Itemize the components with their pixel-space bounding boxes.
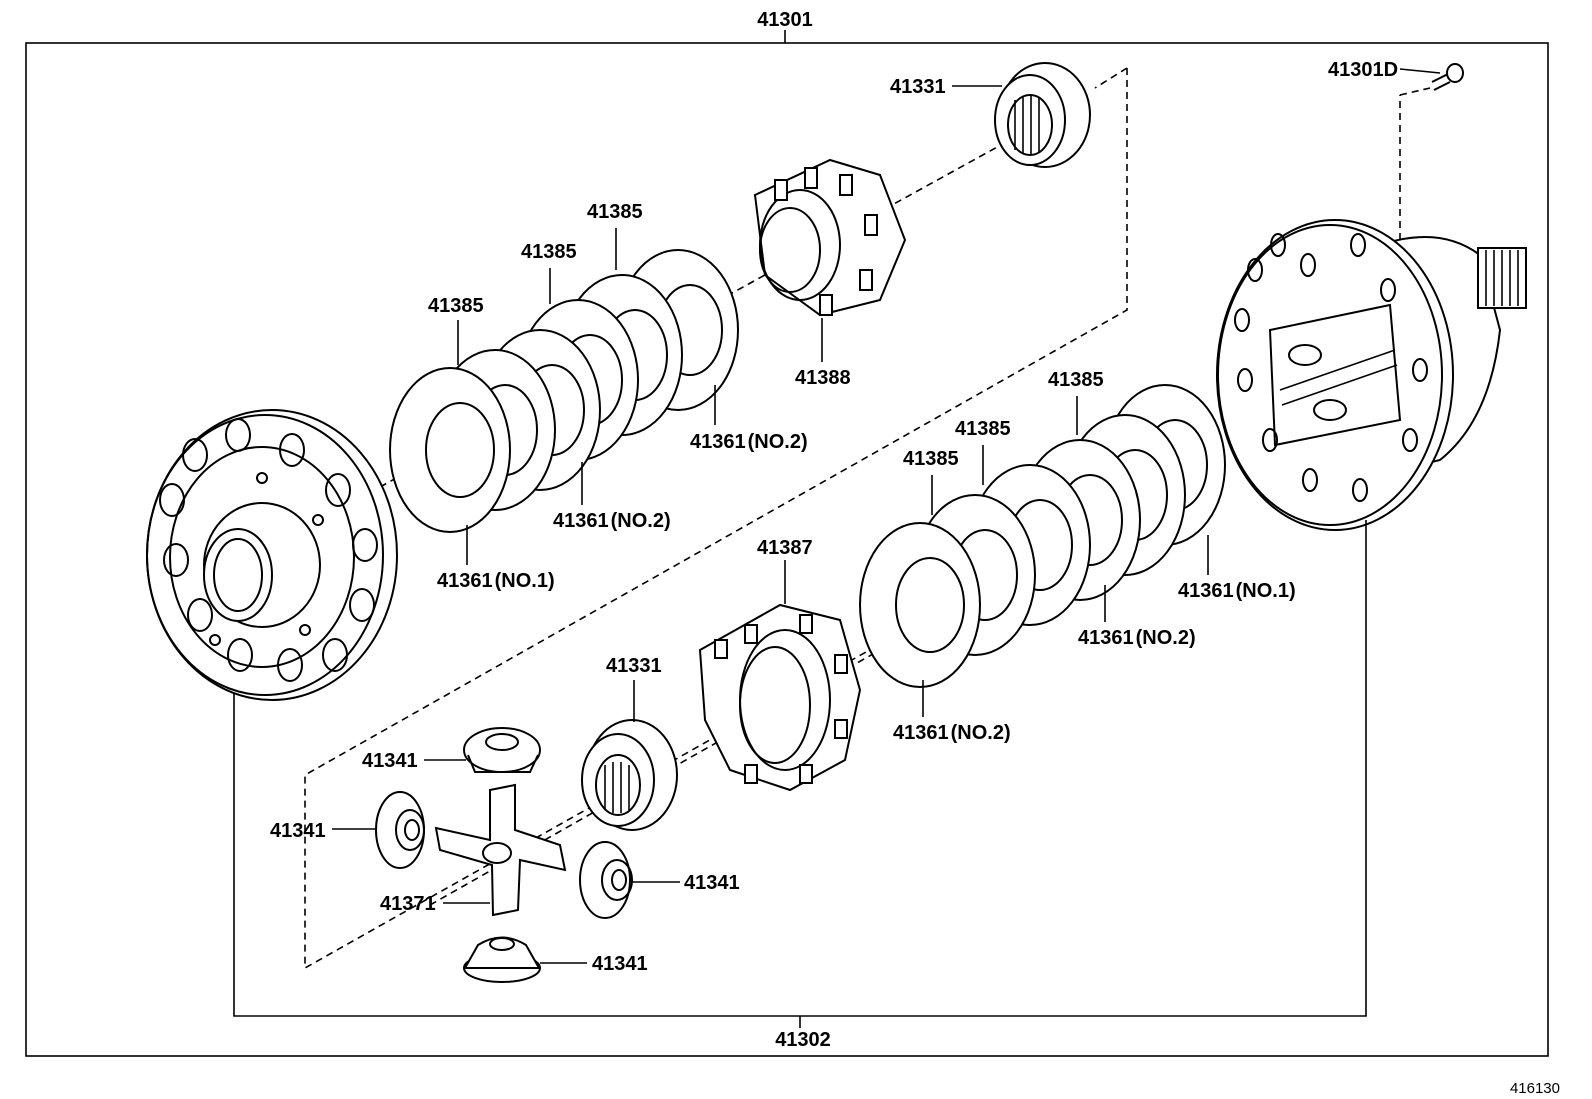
disc-right-front[interactable] [859,522,981,688]
label-41361-right-a[interactable]: 41361(NO.1) [1178,580,1296,602]
side-gear-lower[interactable] [581,719,678,831]
label-41331-lower[interactable]: 41331 [606,655,662,677]
label-41385-right-1[interactable]: 41385 [1048,369,1104,391]
label-41361-right-c[interactable]: 41361(NO.2) [893,722,1011,744]
label-41341-left[interactable]: 41341 [270,820,326,842]
side-gear-upper[interactable] [994,62,1091,168]
pinion-left[interactable] [375,791,425,869]
label-41387[interactable]: 41387 [757,537,813,559]
label-41341-bottom[interactable]: 41341 [592,953,648,975]
label-41361-left-a[interactable]: 41361(NO.2) [690,431,808,453]
label-41301D[interactable]: 41301D [1328,59,1398,81]
label-41385-left-1[interactable]: 41385 [587,201,643,223]
label-41388[interactable]: 41388 [795,367,851,389]
spider-41371[interactable] [434,783,567,917]
label-41385-left-2[interactable]: 41385 [521,241,577,263]
label-41361-left-b[interactable]: 41361(NO.2) [553,510,671,532]
label-41302[interactable]: 41302 [775,1029,831,1051]
label-41385-left-3[interactable]: 41385 [428,295,484,317]
label-41385-right-3[interactable]: 41385 [903,448,959,470]
label-41361-left-c[interactable]: 41361(NO.1) [437,570,555,592]
label-41361-right-b[interactable]: 41361(NO.2) [1078,627,1196,649]
assembly-frame [25,42,1549,1057]
disc-left-front[interactable] [389,367,511,533]
label-41301[interactable]: 41301 [757,9,813,31]
label-41331-upper[interactable]: 41331 [890,76,946,98]
spring-retainer-upper[interactable] [753,158,907,317]
label-41385-right-2[interactable]: 41385 [955,418,1011,440]
case-left-flange[interactable] [146,409,398,701]
pinion-bottom[interactable] [463,936,541,983]
bolt-41301D[interactable] [1431,63,1464,91]
label-41371[interactable]: 41371 [380,893,436,915]
figure-code: 416130 [1510,1080,1560,1097]
case-right[interactable] [1216,219,1527,531]
label-41341-right[interactable]: 41341 [684,872,740,894]
spring-retainer-lower[interactable] [698,603,862,792]
label-41341-top[interactable]: 41341 [362,750,418,772]
pinion-top[interactable] [463,727,541,773]
pinion-right[interactable] [579,841,633,919]
